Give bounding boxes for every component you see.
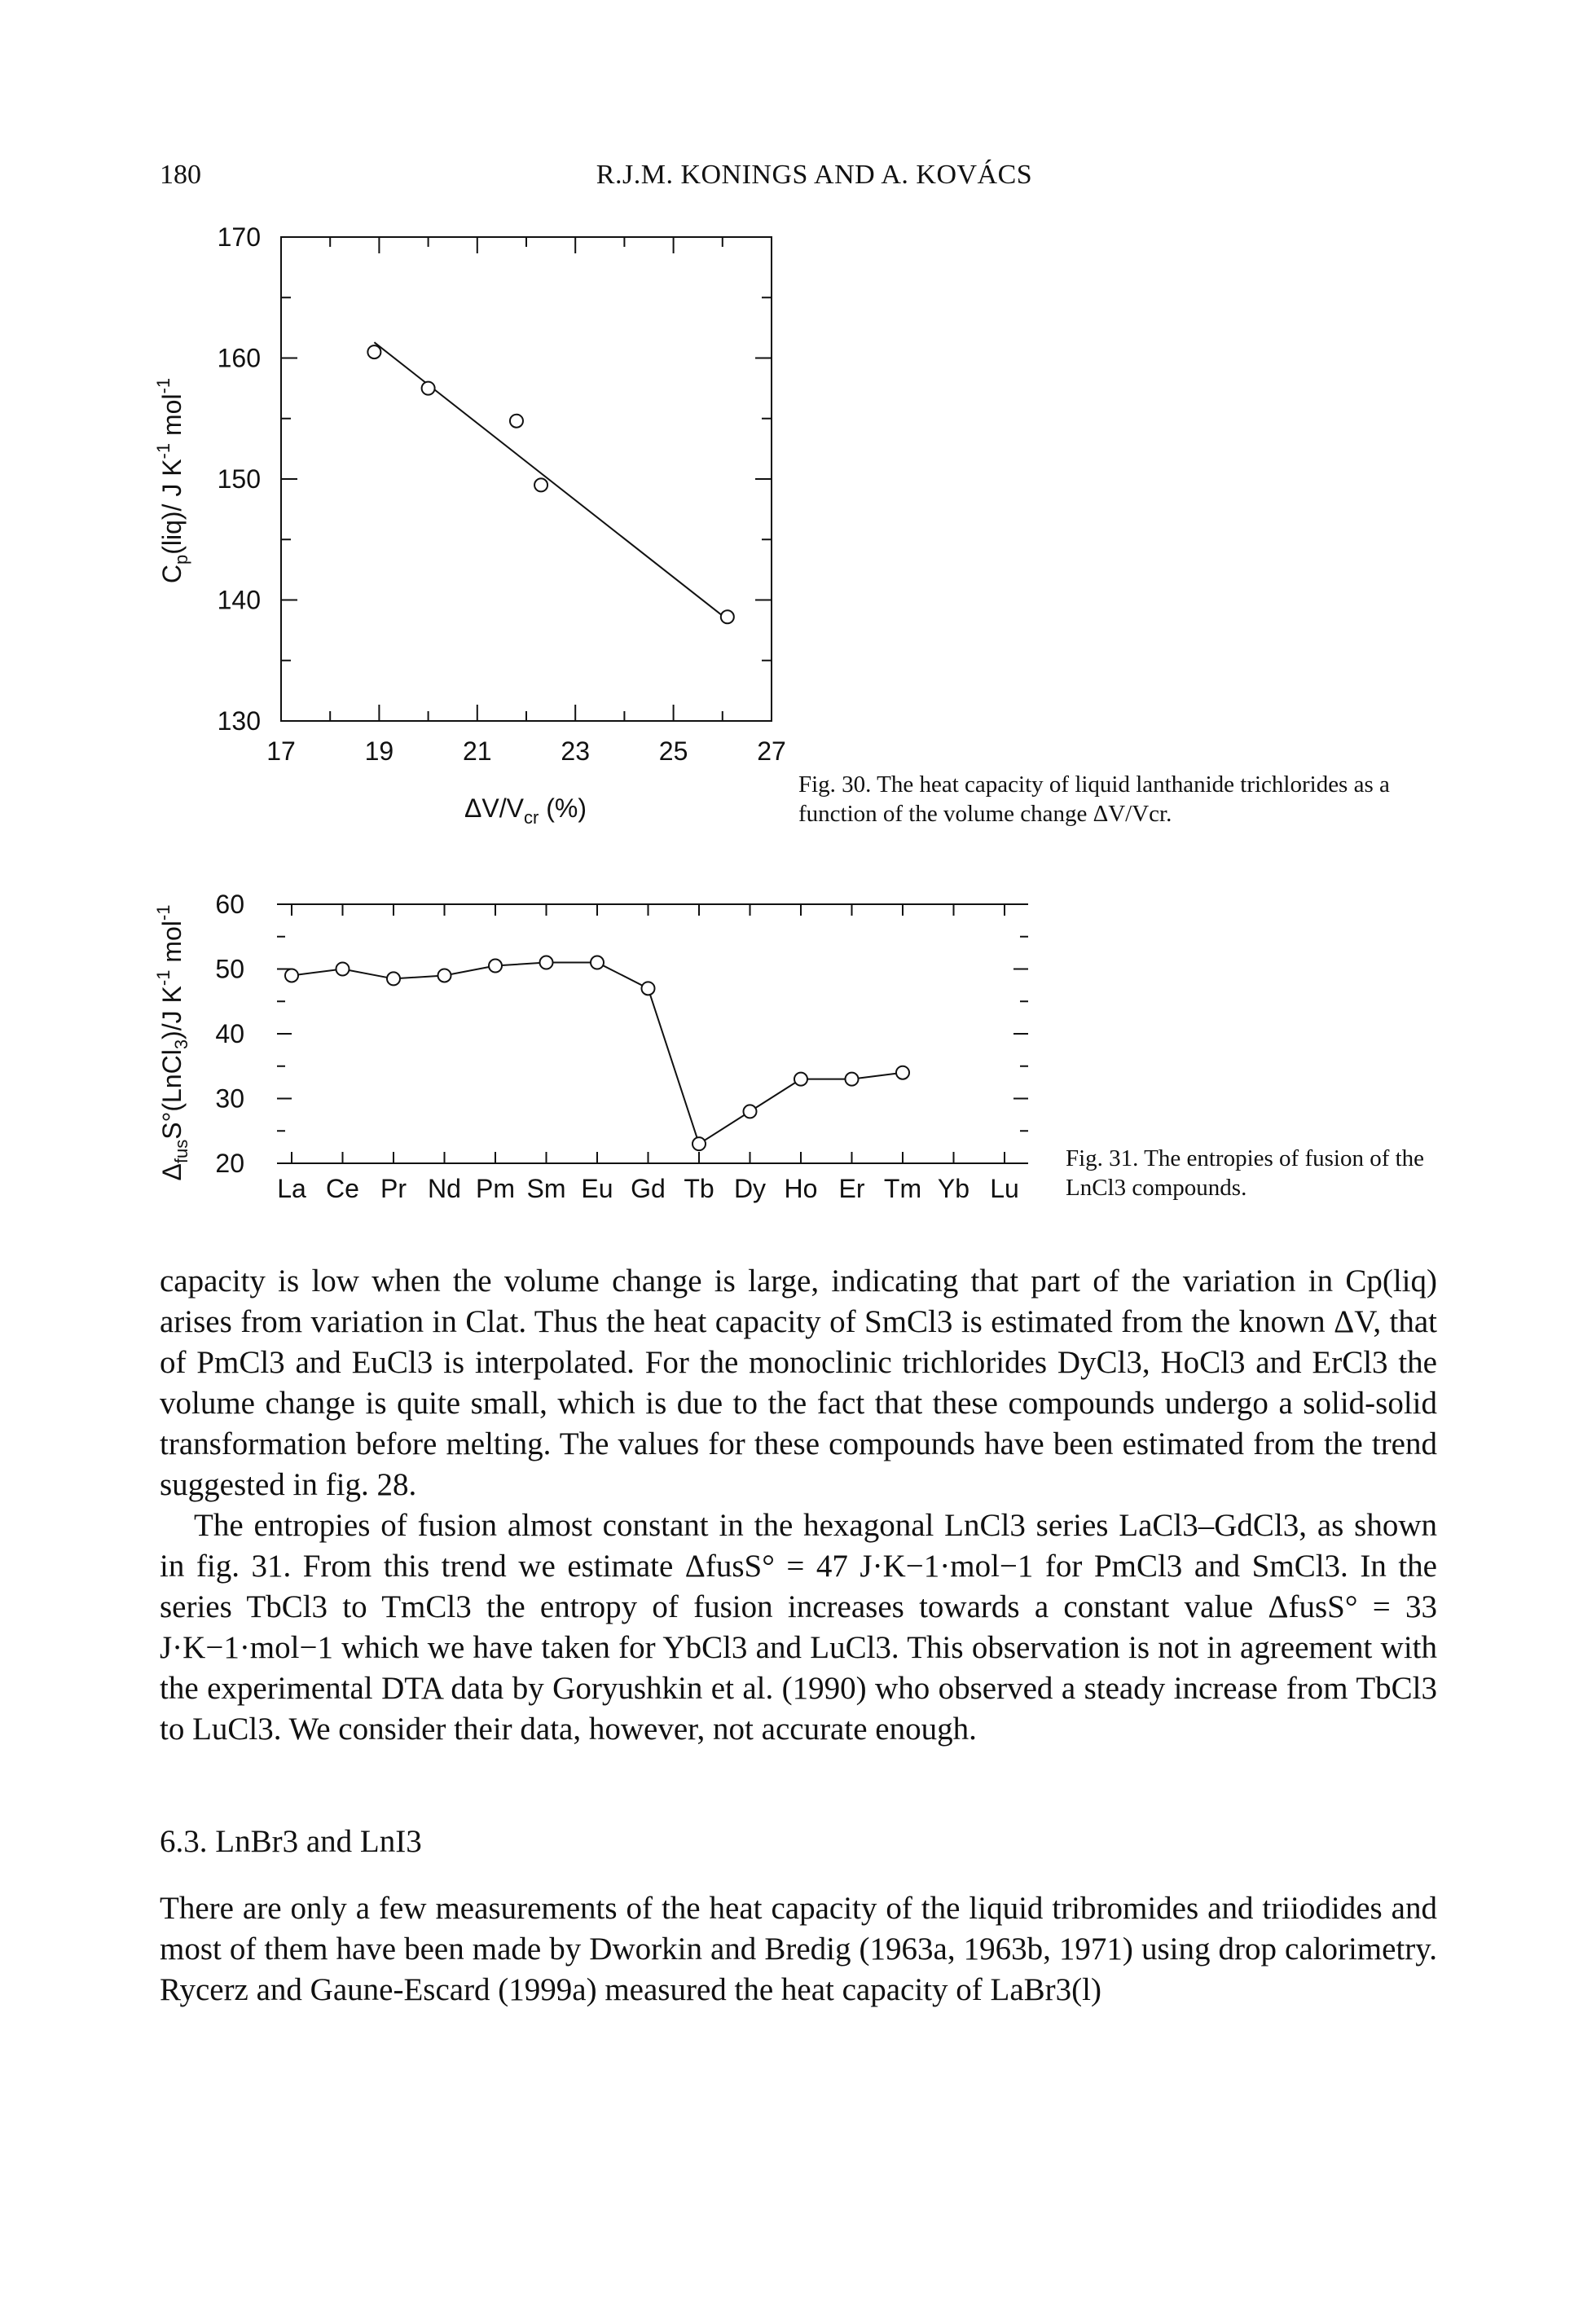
fig31-points [284,955,910,1152]
fig31-caption-label: Fig. 31. [1066,1145,1139,1171]
fig31-data-point [844,1071,860,1087]
fig30-x-tick-label: 21 [463,736,492,766]
fig31-data-point [895,1065,910,1080]
paragraph-3: There are only a few measurements of the… [160,1891,1437,2007]
fig30-x-axis-label: ΔV/Vcr (%) [464,793,587,828]
fig30-x-tick-label: 27 [757,736,786,766]
fig31-x-tick-label: Er [839,1174,865,1203]
fig30-x-tick-label: 23 [561,736,590,766]
fig30-data-point [367,345,382,360]
fig30-x-tick-labels: 17 19 21 23 25 27 [266,736,786,766]
fig30-caption-label: Fig. 30. [798,771,872,798]
fig31-data-point [335,961,350,977]
fig31-x-tick-label: La [277,1174,306,1203]
fig31-x-tick-label: Sm [527,1174,566,1203]
fig31-x-tick-label: Tb [684,1174,714,1203]
fig31-x-tick-labels: La Ce Pr Nd Pm Sm Eu Gd Tb Dy Ho Er Tm Yb Lu [277,1174,1019,1203]
paragraph-2: The entropies of fusion almost constant … [160,1508,1437,1747]
fig31-x-tick-label: Pr [380,1174,407,1203]
fig31-data-point [539,955,554,970]
fig31-line-path [291,961,904,1145]
fig31-data-point [640,981,656,996]
fig30-y-tick-label: 160 [218,344,261,373]
fig31-y-tick-label: 60 [215,890,244,919]
fig30-data-point [719,609,735,625]
fig30-plot-frame [280,236,772,722]
fig30-ticks [280,236,772,722]
fig30-y-tick-label: 140 [218,586,261,615]
fig31-x-tick-label: Dy [734,1174,766,1203]
fig31-data-point [284,968,299,983]
fig31-y-tick-labels: 20 30 40 50 60 [215,890,244,1178]
running-header: R.J.M. KONINGS AND A. KOVÁCS [0,160,1596,191]
section-heading: 6.3. LnBr3 and LnI3 [160,1824,422,1859]
fig31-ticks [277,903,1028,1164]
fig31-caption-text: The entropies of fusion of the LnCl3 com… [1066,1145,1425,1201]
fig31-data-point [794,1071,808,1087]
paragraph-1: capacity is low when the volume change i… [160,1263,1437,1502]
fig30-caption-text: The heat capacity of liquid lanthanide t… [798,771,1390,827]
fig31-x-tick-label: Tm [884,1174,921,1203]
fig30-y-tick-label: 130 [218,706,261,736]
fig30-y-tick-labels: 130 140 150 160 170 [218,222,261,736]
page-number: 180 [160,160,201,190]
fig31-caption: Fig. 31. The entropies of fusion of the … [1066,1144,1440,1202]
fig31-x-tick-label: Gd [631,1174,666,1203]
running-header-text: R.J.M. KONINGS AND A. KOVÁCS [596,160,1033,190]
fig31-x-tick-label: Lu [990,1174,1019,1203]
fig30-x-tick-label: 19 [365,736,394,766]
fig31-y-tick-label: 30 [215,1084,244,1114]
fig31-x-tick-label: Nd [428,1174,461,1203]
fig31-x-tick-label: Yb [938,1174,969,1203]
fig31-y-axis-label: ΔfusS°(LnCl3)/J K-1 mol-1 [153,905,191,1181]
fig30-data-point [420,380,436,396]
figures-canvas: 130 140 150 160 170 17 19 21 23 25 27 Cp(liq)/ J … [153,222,1028,1203]
fig31-y-tick-label: 50 [215,955,244,984]
fig31-data-point [742,1104,758,1119]
fig30-data-point [508,413,524,428]
fig30-y-tick-label: 170 [218,222,261,252]
fig31-data-point [590,955,605,970]
fig30-y-axis-label: Cp(liq)/ J K-1 mol-1 [153,378,191,583]
fig30-x-tick-label: 25 [659,736,688,766]
fig31-x-tick-label: Eu [581,1174,613,1203]
fig31-data-point [488,958,503,973]
fig31-x-tick-label: Pm [476,1174,515,1203]
body-text-lower: There are only a few measurements of the… [160,1888,1437,2011]
fig30-caption: Fig. 30. The heat capacity of liquid lan… [798,770,1434,828]
fig30-chart: 130 140 150 160 170 17 19 21 23 25 27 Cp(liq)/ J … [153,222,786,828]
fig31-x-tick-label: Ce [326,1174,359,1203]
body-text-upper: capacity is low when the volume change i… [160,1261,1437,1750]
fig31-y-tick-label: 20 [215,1149,244,1178]
fig31-data-point [386,971,401,987]
fig31-series-line [291,961,904,1145]
fig30-data-point [534,477,549,493]
fig31-data-point [692,1136,706,1152]
fig31-y-tick-label: 40 [215,1019,244,1048]
fig31-data-point [437,968,452,983]
fig30-x-tick-label: 17 [266,736,296,766]
fig30-points [367,345,735,625]
fig30-y-tick-label: 150 [218,464,261,494]
fig31-x-tick-label: Ho [785,1174,818,1203]
